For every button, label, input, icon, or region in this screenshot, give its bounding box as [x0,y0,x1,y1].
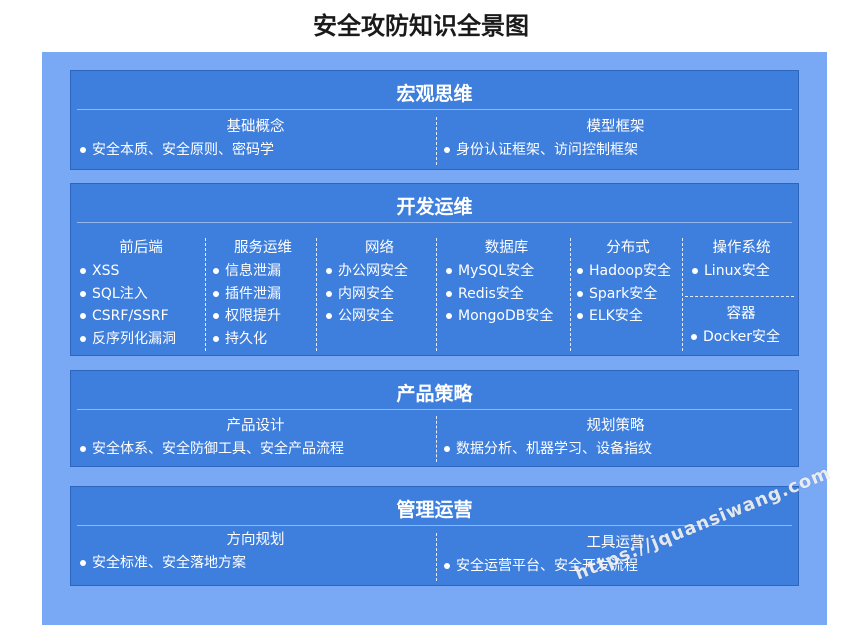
column-heading: 基础概念 [226,119,285,135]
list-item: 安全本质、安全原则、密码学 [77,139,434,162]
column-heading: 模型框架 [586,119,645,135]
list-item: 数据分析、机器学习、设备指纹 [441,438,794,461]
page-title: 安全攻防知识全景图 [313,12,529,40]
item-list: MySQL安全 Redis安全 MongoDB安全 [443,260,570,328]
item-list: Docker安全 [688,326,794,349]
section-dev-ops: 开发运维 前后端 XSS SQL注入 CSRF/SSRF 反序列化漏洞 服务运维… [70,183,799,356]
column-heading: 工具运营 [586,535,645,551]
list-item: CSRF/SSRF [77,305,205,328]
section-title: 管理运营 [396,499,473,521]
section-divider [77,222,792,223]
list-item: 信息泄漏 [210,260,316,283]
column-planning-strategy: 规划策略 数据分析、机器学习、设备指纹 [436,416,794,462]
section-title: 产品策略 [396,383,473,405]
section-divider [77,409,792,410]
column-model-frameworks: 模型框架 身份认证框架、访问控制框架 [436,117,794,165]
column-heading: 网络 [365,240,394,256]
list-item: Spark安全 [574,283,682,306]
list-item: 公网安全 [323,305,436,328]
item-list: XSS SQL注入 CSRF/SSRF 反序列化漏洞 [77,260,205,350]
section-product-strategy: 产品策略 产品设计 安全体系、安全防御工具、安全产品流程 规划策略 数据分析、机… [70,370,799,467]
column-frontend-backend: 前后端 XSS SQL注入 CSRF/SSRF 反序列化漏洞 [77,238,205,350]
item-list: 安全体系、安全防御工具、安全产品流程 [77,438,434,461]
list-item: ELK安全 [574,305,682,328]
column-network: 网络 办公网安全 内网安全 公网安全 [316,238,436,351]
column-divider-horizontal [685,296,794,297]
section-title: 开发运维 [396,196,473,218]
column-database: 数据库 MySQL安全 Redis安全 MongoDB安全 [436,238,570,351]
item-list: 安全标准、安全落地方案 [77,552,434,575]
list-item: 持久化 [210,328,316,351]
item-list: 安全本质、安全原则、密码学 [77,139,434,162]
column-heading: 容器 [726,306,756,322]
list-item: MySQL安全 [443,260,570,283]
section-title: 宏观思维 [396,83,473,105]
list-item: MongoDB安全 [443,305,570,328]
list-item: 权限提升 [210,305,316,328]
item-list: 身份认证框架、访问控制框架 [437,139,794,162]
column-tool-operations: 工具运营 安全运营平台、安全开发流程 [436,533,794,581]
column-heading: 产品设计 [226,418,285,434]
list-item: 安全运营平台、安全开发流程 [441,555,794,578]
column-operating-system: 操作系统 Linux安全 [682,238,794,351]
list-item: 内网安全 [323,283,436,306]
list-item: 反序列化漏洞 [77,328,205,351]
column-heading: 服务运维 [234,240,292,256]
item-list: 办公网安全 内网安全 公网安全 [323,260,436,328]
list-item: Linux安全 [689,260,794,283]
column-direction-planning: 方向规划 安全标准、安全落地方案 [77,530,434,575]
column-heading: 前后端 [119,240,163,256]
list-item: Docker安全 [688,326,794,349]
list-item: 安全体系、安全防御工具、安全产品流程 [77,438,434,461]
column-distributed: 分布式 Hadoop安全 Spark安全 ELK安全 [570,238,682,351]
column-service-ops: 服务运维 信息泄漏 插件泄漏 权限提升 持久化 [205,238,316,351]
column-basic-concepts: 基础概念 安全本质、安全原则、密码学 [77,117,434,162]
item-list: Linux安全 [689,260,794,283]
list-item: XSS [77,260,205,283]
list-item: 办公网安全 [323,260,436,283]
list-item: Redis安全 [443,283,570,306]
column-heading: 方向规划 [226,532,285,548]
list-item: 安全标准、安全落地方案 [77,552,434,575]
list-item: 插件泄漏 [210,283,316,306]
list-item: Hadoop安全 [574,260,682,283]
item-list: Hadoop安全 Spark安全 ELK安全 [574,260,682,328]
column-container: 容器 Docker安全 [682,304,794,349]
column-heading: 分布式 [606,240,650,256]
list-item: SQL注入 [77,283,205,306]
column-heading: 操作系统 [712,240,771,256]
section-management-ops: 管理运营 方向规划 安全标准、安全落地方案 工具运营 安全运营平台、安全开发流程 [70,486,799,586]
item-list: 数据分析、机器学习、设备指纹 [437,438,794,461]
section-macro-thinking: 宏观思维 基础概念 安全本质、安全原则、密码学 模型框架 身份认证框架、访问控制… [70,70,799,170]
section-divider [77,109,792,110]
item-list: 信息泄漏 插件泄漏 权限提升 持久化 [210,260,316,350]
column-product-design: 产品设计 安全体系、安全防御工具、安全产品流程 [77,416,434,461]
column-heading: 数据库 [484,240,529,256]
item-list: 安全运营平台、安全开发流程 [437,555,794,578]
section-divider [77,525,792,526]
list-item: 身份认证框架、访问控制框架 [441,139,794,162]
column-heading: 规划策略 [586,418,645,434]
